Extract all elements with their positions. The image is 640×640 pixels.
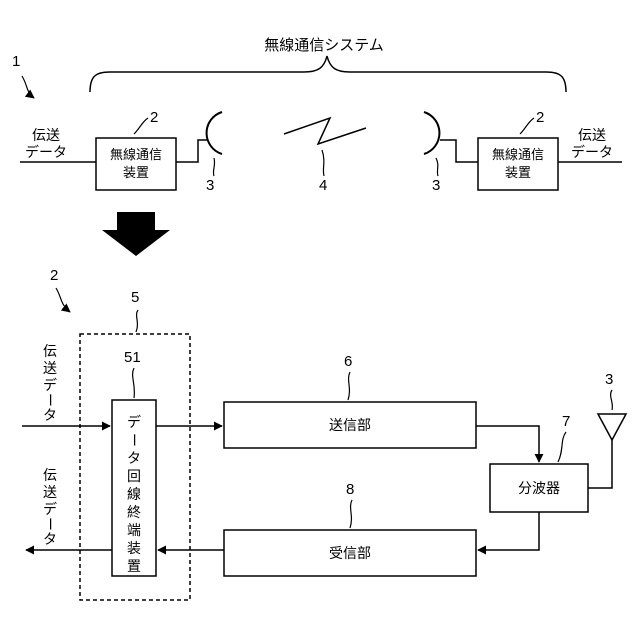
ref-leader-link	[322, 150, 324, 176]
output-data-char: デ	[43, 501, 57, 518]
ref-number-antenna: 3	[605, 371, 613, 388]
ref-number-splitter: 7	[562, 413, 570, 430]
left-data-label-2: データ	[25, 144, 67, 161]
right-wireless-device	[478, 138, 558, 190]
left-wireless-device	[96, 138, 176, 190]
input-data-char: デ	[43, 377, 57, 394]
receiver-label: 受信部	[329, 546, 371, 562]
output-data-char: 送	[43, 485, 57, 501]
terminal-char: ー	[125, 433, 141, 447]
left-data-label-1: 伝送	[32, 128, 60, 144]
terminal-char: 終	[127, 505, 141, 521]
input-data-label: 伝 送 デ ー タ	[41, 344, 57, 424]
splitter-to-receiver-arrow	[478, 512, 539, 550]
radio-link	[284, 118, 366, 144]
left-antenna-feed	[176, 140, 208, 162]
ref-leader-receiver	[350, 500, 352, 528]
terminal-char: デ	[127, 414, 141, 431]
ref-number-right-antenna: 3	[432, 177, 440, 194]
output-data-char: 伝	[43, 468, 57, 484]
right-data-label-2: データ	[571, 144, 613, 161]
ref-leader-dashed-box	[136, 310, 138, 332]
ref-leader-transmitter	[348, 372, 350, 400]
terminal-label: デ ー タ 回 線 終 端 装 置	[125, 414, 141, 575]
output-data-char: タ	[43, 532, 57, 548]
input-data-char: タ	[43, 408, 57, 424]
terminal-char: タ	[127, 451, 141, 467]
input-data-char: ー	[41, 393, 57, 407]
ref-number-system: 1	[12, 53, 20, 70]
right-device-label-2: 装置	[505, 166, 531, 181]
input-data-char: 送	[43, 361, 57, 377]
ref-leader-terminal	[133, 368, 135, 398]
ref-number-left-device: 2	[150, 109, 158, 126]
output-data-label: 伝 送 デ ー タ	[41, 468, 57, 548]
system-brace	[90, 56, 566, 92]
ref-leader-right-antenna	[436, 158, 438, 176]
transmitter-to-splitter-arrow	[476, 426, 539, 462]
right-data-label-1: 伝送	[578, 128, 606, 144]
ref-leader-left-antenna	[213, 158, 214, 176]
transmitter-label: 送信部	[329, 418, 371, 434]
left-antenna-dish	[207, 112, 222, 154]
device-detail: 2 5 51 デ ー タ 回 線 終 端 装 置 伝 送 デ ー タ	[22, 267, 626, 600]
ref-leader-antenna	[611, 390, 613, 410]
ref-number-left-antenna: 3	[206, 177, 214, 194]
terminal-char: 端	[127, 523, 141, 539]
terminal-char: 装	[127, 541, 141, 557]
input-data-char: 伝	[43, 344, 57, 360]
left-device-label-2: 装置	[123, 166, 149, 181]
system-overview: 無線通信システム 1 伝送 データ 無線通信 装置 2 3 4 3 無線通信	[12, 36, 622, 194]
ref-leader-splitter	[558, 432, 566, 462]
ref-number-device-detail: 2	[50, 267, 58, 284]
expand-arrow	[102, 212, 170, 256]
terminal-char: 線	[127, 487, 141, 503]
splitter-label: 分波器	[518, 481, 560, 497]
ref-leader-right-device	[520, 118, 534, 134]
terminal-char: 回	[127, 469, 141, 485]
right-antenna-dish	[424, 112, 439, 154]
right-device-label-1: 無線通信	[492, 147, 544, 163]
ref-leader-left-device	[134, 118, 148, 134]
ref-number-receiver: 8	[346, 481, 354, 498]
antenna-icon	[598, 414, 626, 440]
terminal-char: 置	[127, 559, 141, 575]
output-data-char: ー	[41, 517, 57, 531]
system-title: 無線通信システム	[264, 36, 384, 54]
right-antenna-feed	[440, 140, 478, 162]
ref-leader-device-detail	[56, 288, 70, 312]
splitter-to-antenna-line	[588, 440, 612, 488]
left-device-label-1: 無線通信	[110, 147, 162, 163]
ref-number-transmitter: 6	[344, 353, 352, 370]
ref-number-link: 4	[319, 177, 327, 194]
ref-number-right-device: 2	[536, 109, 544, 126]
ref-leader-system	[22, 76, 34, 98]
ref-number-terminal: 51	[124, 349, 141, 366]
ref-number-dashed-box: 5	[131, 289, 139, 306]
